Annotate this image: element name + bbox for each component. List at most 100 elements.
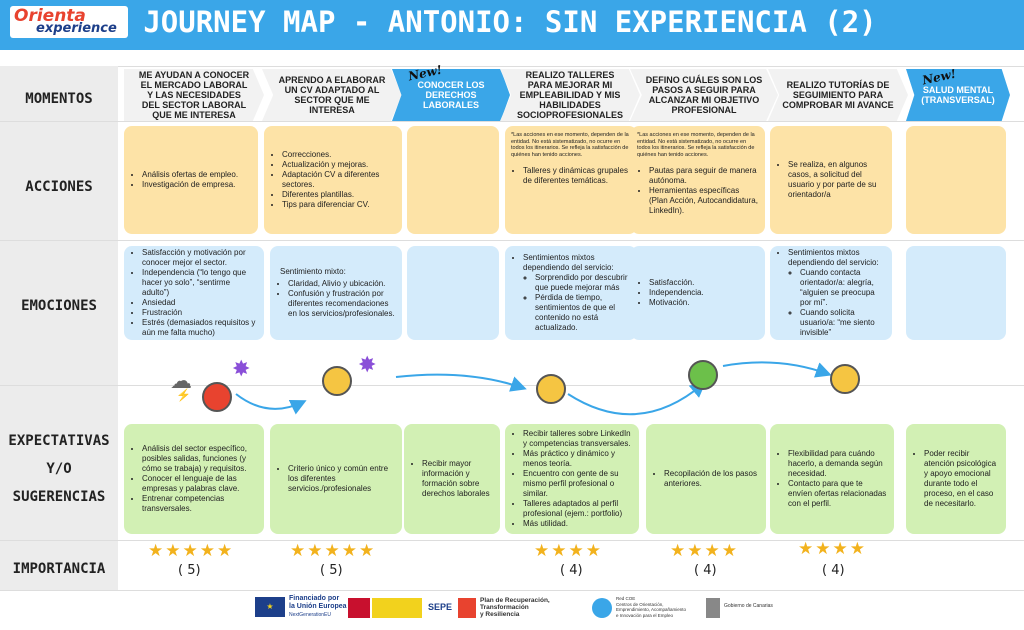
divider bbox=[118, 66, 1024, 67]
eu-flag-icon: ★ bbox=[255, 597, 285, 617]
moment-1: ME AYUDAN A CONOCER EL MERCADO LABORAL Y… bbox=[124, 69, 264, 121]
red-coe-logo: Red COE Centros de Orientación, Emprendi… bbox=[616, 596, 686, 618]
star-icon: ★ bbox=[341, 541, 359, 560]
moment-5: DEFINO CUÁLES SON LOS PASOS A SEGUIR PAR… bbox=[630, 69, 778, 121]
moment-4: REALIZO TALLERES PARA MEJORAR MI EMPLEAB… bbox=[500, 69, 640, 121]
row-label-sugerencias: SUGERENCIAS bbox=[12, 489, 106, 505]
list-item: Estrés (demasiados requisitos y aún me f… bbox=[142, 318, 258, 338]
prtr-icon bbox=[458, 598, 476, 618]
list-item: Independencia (“lo tengo que hacer yo so… bbox=[142, 268, 258, 298]
rating-stars-3: ★★★★ bbox=[534, 542, 603, 560]
gobierno-canarias-logo: Gobierno de Canarias bbox=[724, 603, 773, 609]
list-item: Cuando solicita usuario/a: “me siento in… bbox=[800, 308, 886, 338]
emociones-card-2: Sentimiento mixto: Claridad, Alivio y ub… bbox=[270, 246, 402, 340]
star-icon: ★ bbox=[687, 541, 705, 560]
divider bbox=[0, 540, 1024, 541]
list-item: Frustración bbox=[142, 308, 258, 318]
divider bbox=[0, 590, 1024, 591]
list-item: Ansiedad bbox=[142, 298, 258, 308]
row-label-importancia: IMPORTANCIA bbox=[12, 561, 106, 577]
list-item: Contacto para que te envíen ofertas rela… bbox=[788, 479, 888, 509]
star-icon: ★ bbox=[815, 539, 833, 558]
emociones-card-3 bbox=[407, 246, 499, 340]
fireworks-icon: ✸ bbox=[232, 356, 251, 381]
acciones-card-1: Análisis ofertas de empleo.Investigación… bbox=[124, 126, 258, 234]
star-icon: ★ bbox=[217, 541, 235, 560]
lightning-icon: ⚡ bbox=[176, 388, 191, 402]
expectativas-card-3: Recibir mayor información y formación so… bbox=[404, 424, 500, 534]
rating-stars-5: ★★★★ bbox=[798, 540, 867, 558]
header-bar: Orienta experience JOURNEY MAP - ANTONIO… bbox=[0, 0, 1024, 50]
rating-stars-1: ★★★★★ bbox=[148, 542, 234, 560]
expectativas-card-1: Análisis del sector específico, posibles… bbox=[124, 424, 264, 534]
list-item: Análisis ofertas de empleo. bbox=[142, 170, 252, 180]
acciones-card-3 bbox=[407, 126, 499, 234]
list-item: Cuando contacta orientador/a: alegría, “… bbox=[800, 268, 886, 308]
emociones-card-6: Sentimientos mixtos dependiendo del serv… bbox=[770, 246, 892, 340]
list-item: Tips para diferenciar CV. bbox=[282, 200, 396, 210]
list-item: Independencia. bbox=[649, 288, 759, 298]
emotion-intro: Sentimiento mixto: bbox=[280, 267, 346, 276]
eu-line-1: Financiado por bbox=[289, 595, 340, 602]
page-title: JOURNEY MAP - ANTONIO: SIN EXPERIENCIA (… bbox=[143, 5, 877, 39]
happy-face-icon bbox=[688, 360, 718, 390]
red-line-2: Centros de Orientación, bbox=[616, 601, 664, 607]
eu-line-2: la Unión Europea bbox=[289, 603, 347, 610]
list-item: Actualización y mejoras. bbox=[282, 160, 396, 170]
eu-line-3: NextGenerationEU bbox=[289, 612, 331, 618]
spain-shield-icon bbox=[348, 598, 370, 618]
orienta-experience-logo: Orienta experience bbox=[10, 6, 128, 38]
star-icon: ★ bbox=[324, 541, 342, 560]
list-item: Más práctico y dinámico y menos teoría. bbox=[523, 449, 633, 469]
star-icon: ★ bbox=[534, 541, 552, 560]
row-labels-column: MOMENTOS ACCIONES EMOCIONES EXPECTATIVAS… bbox=[0, 66, 118, 590]
star-icon: ★ bbox=[551, 541, 569, 560]
emotion-curve bbox=[235, 361, 832, 416]
list-item: Herramientas específicas (Plan Acción, A… bbox=[649, 186, 759, 216]
list-item: Investigación de empresa. bbox=[142, 180, 252, 190]
neutral-face-icon bbox=[322, 366, 352, 396]
emociones-card-1: Satisfacción y motivación por conocer me… bbox=[124, 246, 264, 340]
star-icon: ★ bbox=[165, 541, 183, 560]
list-item: Correcciones. bbox=[282, 150, 396, 160]
list-item: Recibir mayor información y formación so… bbox=[422, 459, 494, 499]
list-item: Talleres adaptados al perfil profesional… bbox=[523, 499, 633, 519]
acciones-card-6: Se realiza, en algunos casos, a solicitu… bbox=[770, 126, 892, 234]
note-text: *Las acciones en ese momento, dependen d… bbox=[511, 132, 629, 158]
star-icon: ★ bbox=[148, 541, 166, 560]
list-item: Claridad, Alivio y ubicación. bbox=[288, 279, 396, 289]
row-label-yo: Y/O bbox=[46, 461, 72, 477]
list-item: Análisis del sector específico, posibles… bbox=[142, 444, 258, 474]
sad-face-icon bbox=[202, 382, 232, 412]
list-item: Pérdida de tiempo, sentimientos de que e… bbox=[535, 293, 631, 333]
star-icon: ★ bbox=[307, 541, 325, 560]
row-label-acciones: ACCIONES bbox=[25, 179, 93, 195]
list-item: Entrenar competencias transversales. bbox=[142, 494, 258, 514]
importance-value-3: ( 4) bbox=[560, 563, 583, 578]
prtr-line-1: Plan de Recuperación, bbox=[480, 597, 550, 604]
acciones-card-4: *Las acciones en ese momento, dependen d… bbox=[505, 126, 637, 234]
list-item-text: Sentimientos mixtos dependiendo del serv… bbox=[523, 253, 614, 272]
sepe-logo: SEPE bbox=[428, 602, 453, 612]
list-item: Pautas para seguir de manera autónoma. bbox=[649, 166, 759, 186]
emociones-card-7 bbox=[906, 246, 1006, 340]
importance-value-1: ( 5) bbox=[178, 563, 201, 578]
acciones-card-7 bbox=[906, 126, 1006, 234]
rating-stars-2: ★★★★★ bbox=[290, 542, 376, 560]
moment-2: APRENDO A ELABORAR UN CV ADAPTADO AL SEC… bbox=[262, 69, 402, 121]
neutral-face-icon bbox=[536, 374, 566, 404]
importance-value-5: ( 4) bbox=[822, 563, 845, 578]
list-item: Criterio único y común entre los diferen… bbox=[288, 464, 396, 494]
acciones-card-2: Correcciones. Actualización y mejoras. A… bbox=[264, 126, 402, 234]
star-icon: ★ bbox=[182, 541, 200, 560]
list-item: Confusión y frustración por diferentes r… bbox=[288, 289, 396, 319]
star-icon: ★ bbox=[704, 541, 722, 560]
importance-value-2: ( 5) bbox=[320, 563, 343, 578]
row-label-emociones: EMOCIONES bbox=[21, 298, 97, 314]
expectativas-card-6: Flexibilidad para cuándo hacerlo, a dema… bbox=[770, 424, 894, 534]
list-item-text: Sentimientos mixtos dependiendo del serv… bbox=[788, 248, 879, 267]
neutral-face-icon bbox=[830, 364, 860, 394]
expectativas-card-7: Poder recibir atención psicológica y apo… bbox=[906, 424, 1006, 534]
list-item: Se realiza, en algunos casos, a solicitu… bbox=[788, 160, 886, 200]
list-item: Sentimientos mixtos dependiendo del serv… bbox=[523, 253, 631, 333]
